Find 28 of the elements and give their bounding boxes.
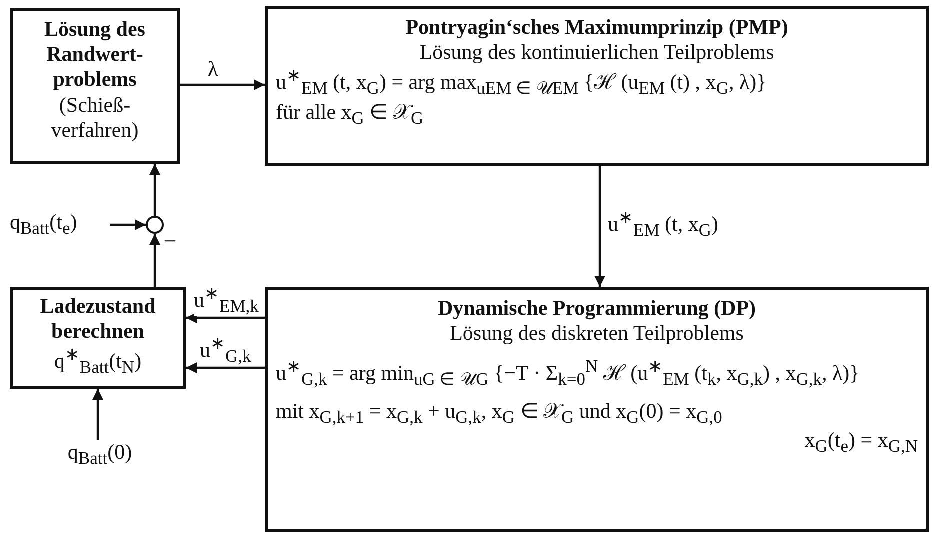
box-text: (Schieß- verfahren) — [50, 92, 140, 143]
arrow — [150, 164, 160, 216]
formula: u$^{∗}$$_{G,k}$ = arg min$_{uG ∈ 𝒰G}$ {−T · Σ$_{k=0}$$^{N}$ ℋ (u$^{∗}$$_{EM}$ (t$_{k}$, x$_{G,k}$) , x$_{G,k}$, λ)} — [276, 356, 861, 391]
block-box — [265, 287, 929, 532]
box-subtitle: Lösung des kontinuierlichen Teilproblems — [418, 40, 776, 66]
arrow — [92, 389, 104, 440]
arrow — [150, 234, 160, 287]
arrow — [186, 362, 265, 374]
formula: u$^{∗}$$_{EM}$ (t, x$_{G}$) = arg max$_{uEM ∈ 𝒰EM}$ {ℋ (u$_{EM}$ (t) , x$_{G}$, λ)} — [276, 65, 768, 100]
formula: q$^{∗}$$_{Batt}$(t$_{N}$) — [53, 344, 143, 379]
formula: mit x$_{G,k+1}$ = x$_{G,k}$ + u$_{G,k}$, x$_{G}$ ∈ 𝒳$_{G}$ und x$_{G}$(0) = x$_{G,0}$ — [276, 398, 724, 428]
block-box — [10, 287, 186, 389]
box-subtitle: Lösung des diskreten Teilproblems — [449, 321, 745, 346]
formula: x$_{G}$(t$_{e}$) = x$_{G,N}$ — [804, 428, 918, 457]
arrow — [594, 166, 606, 287]
arrow — [180, 80, 265, 90]
box-title: Dynamische Programmierung (DP) — [436, 296, 758, 322]
signal-label: q$_{Batt}$(t$_{e}$) — [10, 210, 78, 240]
box-title: Pontryagin‘sches Maximumprinzip (PMP) — [404, 15, 790, 40]
block-box — [10, 8, 180, 164]
box-title: Lösung des Randwert- problems — [44, 17, 146, 93]
block-box — [265, 6, 929, 166]
formula: für alle x$_{G}$ ∈ 𝒳$_{G}$ — [276, 100, 425, 129]
minus-sign: – — [165, 228, 176, 252]
summing-junction — [146, 216, 164, 234]
signal-label: q$_{Batt}$(0) — [66, 440, 134, 470]
arrow — [186, 312, 265, 324]
arrow — [110, 220, 146, 230]
